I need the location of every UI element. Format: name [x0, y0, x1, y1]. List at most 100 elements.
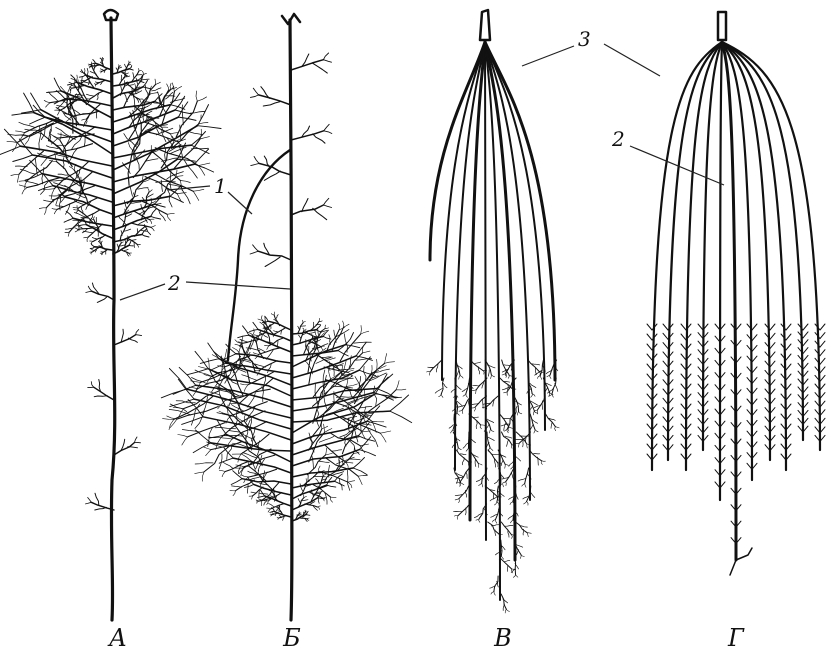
- lower-brush-b: [298, 499, 300, 504]
- root-hair-branch-v: [527, 533, 528, 537]
- upper-lateral-b: [258, 251, 291, 260]
- root-hair-branch-v: [534, 429, 535, 433]
- lower-brush-b: [324, 466, 339, 483]
- lateral-root-a: [70, 88, 72, 90]
- root-hair-branch-v: [509, 427, 513, 428]
- lower-brush-b: [343, 321, 344, 327]
- lateral-root-a: [79, 75, 85, 77]
- root-hair-branch-v: [517, 411, 518, 415]
- root-tip-g: [730, 548, 752, 575]
- feathered-tip-g: [647, 334, 652, 340]
- lateral-root-a: [197, 97, 206, 101]
- upper-lateral-b: [313, 63, 328, 73]
- lower-brush-b: [304, 496, 307, 497]
- lateral-root-a: [155, 79, 156, 85]
- lower-brush-b: [361, 325, 362, 334]
- lower-brush-b: [363, 351, 370, 353]
- callout-label-2-right: 2: [611, 127, 625, 151]
- lower-brush-b: [326, 448, 327, 455]
- lower-brush-b: [317, 507, 319, 509]
- root-hair-branch-v: [457, 515, 458, 519]
- lateral-root-a: [133, 73, 134, 79]
- lower-brush-b: [208, 343, 219, 359]
- lower-brush-b: [325, 429, 332, 433]
- lateral-root-a: [125, 64, 127, 68]
- lower-brush-b: [305, 510, 306, 511]
- lateral-root-a: [44, 100, 50, 102]
- root-hair-branch-v: [459, 410, 463, 412]
- lateral-root-a: [84, 69, 85, 74]
- root-hair-branch-v: [542, 401, 543, 410]
- lower-brush-b: [257, 501, 259, 503]
- lateral-root-a: [92, 250, 95, 251]
- upper-lateral-b: [251, 163, 259, 165]
- lower-brush-b: [167, 416, 177, 419]
- root-hair-branch-v: [488, 370, 489, 376]
- feathered-tip-g: [786, 344, 791, 350]
- lower-brush-b: [247, 484, 248, 494]
- lateral-root-a: [198, 163, 209, 166]
- lower-brush-b: [231, 479, 242, 485]
- feathered-tip-g: [681, 354, 686, 360]
- lateral-root-a: [121, 75, 122, 81]
- lower-brush-b: [244, 414, 245, 421]
- lateral-root-a: [39, 208, 46, 209]
- lower-brush-b: [267, 508, 271, 509]
- lower-brush-b: [238, 454, 241, 462]
- lower-brush-b: [302, 500, 308, 501]
- root-hair-branch-v: [540, 360, 543, 376]
- lower-brush-b: [339, 324, 340, 330]
- root-hair-branch-v: [475, 362, 481, 363]
- feathered-tip-g: [786, 324, 791, 330]
- lateral-root-a: [30, 117, 46, 124]
- lateral-root-a: [152, 88, 161, 91]
- root-hair-branch-v: [507, 414, 513, 429]
- feathered-tip-g: [647, 374, 652, 380]
- lower-brush-b: [300, 484, 303, 491]
- lower-brush-b: [243, 326, 249, 335]
- root-hair-branch-v: [527, 501, 529, 505]
- lateral-root-a: [12, 143, 17, 152]
- lateral-root-a: [15, 166, 27, 167]
- lateral-root-a: [131, 240, 136, 241]
- feathered-tip-g: [820, 367, 825, 373]
- root-hair-branch-v: [476, 421, 477, 428]
- lower-brush-b: [253, 329, 255, 335]
- lower-brush-b: [240, 384, 248, 385]
- lower-brush-b: [271, 515, 272, 516]
- root-hair-branch-v: [482, 483, 483, 487]
- root-hair-branch-v: [472, 390, 476, 391]
- upper-lateral-b: [263, 102, 280, 106]
- root-hair-branch-v: [506, 609, 509, 611]
- adventitious-root-v: [485, 42, 545, 430]
- upper-lateral-b: [253, 88, 258, 95]
- lateral-root-a: [102, 249, 108, 253]
- upper-lateral-b: [265, 257, 280, 266]
- lower-brush-b: [306, 515, 310, 516]
- lower-brush-b: [319, 436, 334, 442]
- root-hair-branch-v: [516, 574, 518, 577]
- lower-brush-b: [233, 491, 235, 496]
- lateral-root-a: [49, 92, 58, 101]
- lateral-root-a: [129, 85, 134, 86]
- feathered-tip-g: [663, 324, 668, 330]
- root-hair-branch-v: [474, 407, 475, 411]
- root-hair-branch-v: [457, 412, 459, 415]
- root-hair-branch-v: [476, 390, 477, 394]
- lateral-root-a: [57, 111, 59, 116]
- lateral-root-a: [125, 240, 126, 245]
- root-hair-branch-v: [491, 592, 494, 595]
- root-hair-branch-v: [551, 423, 552, 429]
- leader-2-a: [120, 284, 165, 300]
- lower-brush-b: [360, 446, 365, 453]
- lower-brush-b: [361, 331, 369, 334]
- lower-lateral-a: [136, 335, 142, 336]
- lower-brush-b: [348, 459, 360, 460]
- root-system-v: [427, 10, 560, 613]
- root-hair-branch-v: [459, 486, 469, 499]
- lateral-root-a: [194, 164, 213, 172]
- lower-brush-b: [203, 447, 211, 450]
- root-hair-branch-v: [488, 450, 498, 463]
- feathered-tip-g: [752, 324, 757, 330]
- lower-brush-b: [229, 431, 244, 434]
